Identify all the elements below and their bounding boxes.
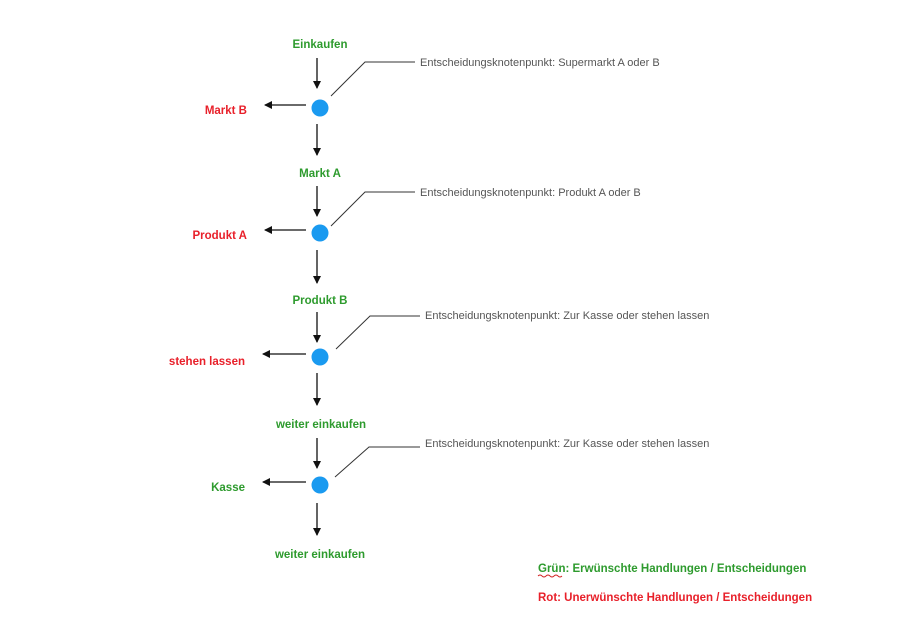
flow-step: Produkt B stehen lassen Entscheidungskno… — [169, 250, 709, 368]
legend-green: Grün: Erwünschte Handlungen / Entscheidu… — [538, 563, 806, 575]
decision-note: Entscheidungsknotenpunkt: Zur Kasse oder… — [425, 438, 709, 450]
final-step-label: weiter einkaufen — [274, 549, 365, 561]
legend-green-word: Grün — [538, 563, 565, 575]
step-label: Produkt B — [293, 295, 348, 307]
step-label: Markt A — [299, 168, 341, 180]
annotation-leader-line — [330, 61, 415, 97]
step-label: weiter einkaufen — [275, 419, 366, 431]
decision-node — [311, 99, 329, 117]
rejected-option-label: Produkt A — [192, 230, 247, 242]
decision-node — [311, 476, 329, 494]
flow-step: weiter einkaufen Kasse Entscheidungsknot… — [211, 373, 709, 494]
annotation-leader-line — [334, 446, 420, 478]
rejected-option-label: Markt B — [205, 105, 247, 117]
spellcheck-underline — [537, 574, 563, 578]
flow-step: Markt A Produkt A Entscheidungsknotenpun… — [192, 124, 641, 242]
legend-green-text: : Erwünschte Handlungen / Entscheidungen — [565, 563, 806, 575]
decision-note: Entscheidungsknotenpunkt: Zur Kasse oder… — [425, 310, 709, 322]
decision-note: Entscheidungsknotenpunkt: Produkt A oder… — [420, 187, 641, 199]
accepted-option-label: Kasse — [211, 482, 245, 494]
annotation-leader-line — [330, 191, 415, 227]
flow-step: Einkaufen Markt B Entscheidungsknotenpun… — [205, 39, 660, 117]
decision-note: Entscheidungsknotenpunkt: Supermarkt A o… — [420, 57, 660, 69]
decision-node — [311, 348, 329, 366]
rejected-option-label: stehen lassen — [169, 356, 245, 368]
step-label: Einkaufen — [293, 39, 348, 51]
legend: Grün: Erwünschte Handlungen / Entscheidu… — [537, 563, 812, 604]
annotation-leader-line — [335, 315, 420, 350]
legend-red: Rot: Unerwünschte Handlungen / Entscheid… — [538, 592, 812, 604]
flow-end: weiter einkaufen — [274, 503, 365, 561]
decision-node — [311, 224, 329, 242]
